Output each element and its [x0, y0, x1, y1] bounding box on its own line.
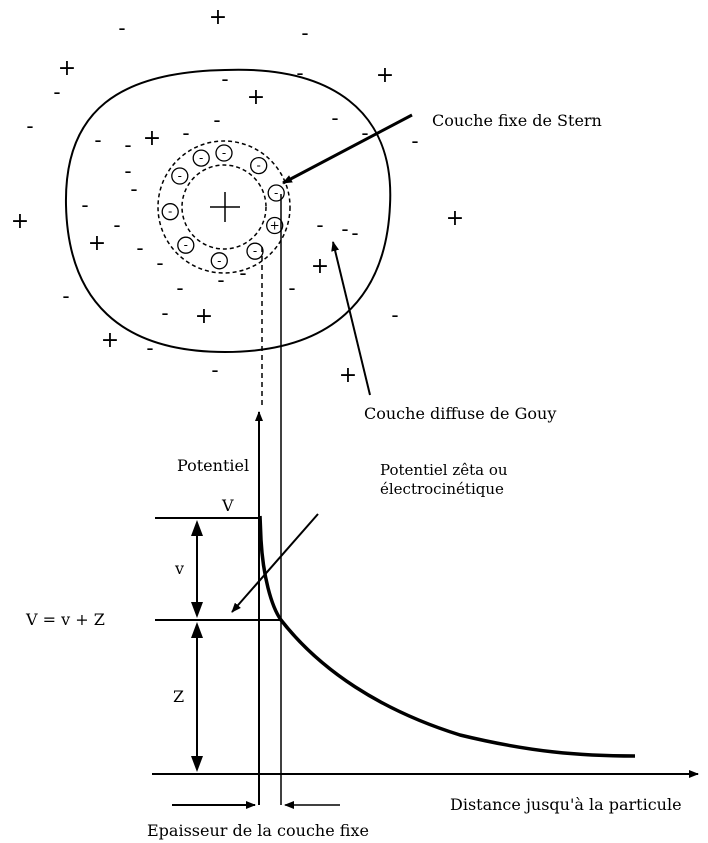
negative-ion: - — [217, 268, 224, 292]
stern-ion-circle — [267, 184, 285, 202]
negative-ion: - — [316, 213, 323, 237]
negative-ion: - — [391, 303, 398, 327]
negative-ion: - — [26, 114, 33, 138]
negative-ion: - — [182, 121, 189, 145]
stern-ion-circle — [171, 167, 189, 185]
particle-surface — [181, 164, 267, 250]
label-distance: Distance jusqu'à la particule — [450, 795, 682, 814]
negative-ion: - — [130, 177, 137, 201]
zeta-pointer-arrow — [231, 513, 319, 613]
negative-ion: - — [331, 106, 338, 130]
label-stern: Couche fixe de Stern — [432, 111, 602, 130]
positive-ion: + — [58, 56, 76, 81]
negative-ion: - — [124, 133, 131, 157]
negative-ion: - — [62, 284, 69, 308]
negative-ion: - — [211, 358, 218, 382]
negative-ion: - — [213, 108, 220, 132]
positive-ion: + — [88, 231, 106, 256]
gouy-pointer-arrow — [331, 241, 371, 396]
negative-ion: - — [301, 21, 308, 45]
negative-ion: - — [94, 128, 101, 152]
negative-ion: - — [351, 221, 358, 245]
stern-ion-circle — [161, 203, 179, 221]
label-epaisseur: Epaisseur de la couche fixe — [147, 821, 369, 840]
label-potentiel: Potentiel — [177, 456, 249, 475]
stern-layer-ions: ---+------ — [161, 144, 285, 270]
positive-ion: + — [209, 5, 227, 30]
negative-ion: - — [156, 251, 163, 275]
negative-ion: - — [146, 336, 153, 360]
positive-ion: + — [143, 126, 161, 151]
potential-curve — [258, 515, 636, 758]
stern-pointer-arrow — [282, 113, 413, 185]
stern-ion-circle — [192, 149, 210, 167]
stern-layer-boundary — [157, 140, 291, 274]
stern-ion-circle — [177, 236, 195, 254]
particle-positive-charge — [210, 192, 240, 222]
positive-ion: + — [376, 63, 394, 88]
negative-ion: - — [113, 213, 120, 237]
negative-ion: - — [124, 159, 131, 183]
stern-ion-circle — [266, 216, 284, 235]
label-V-equation: V = v + Z — [25, 610, 105, 629]
stern-ion-sign: - — [274, 186, 278, 200]
negative-ion: - — [161, 301, 168, 325]
stern-ion-sign: - — [217, 254, 221, 268]
negative-ion: - — [296, 61, 303, 85]
negative-ion: - — [411, 129, 418, 153]
negative-ion: - — [53, 80, 60, 104]
positive-ion: + — [247, 85, 265, 110]
stern-ion-sign: - — [184, 238, 188, 252]
stern-ion-sign: - — [257, 159, 261, 173]
label-zeta-line1: Potentiel zêta ou — [380, 461, 508, 479]
negative-ion: - — [176, 276, 183, 300]
stern-ion-sign: - — [222, 146, 226, 160]
stern-ion-sign: + — [270, 219, 280, 233]
negative-ion: - — [81, 193, 88, 217]
positive-ion: + — [339, 363, 357, 388]
label-Z: Z — [173, 687, 184, 706]
stern-ion-sign: - — [199, 151, 203, 165]
negative-ion: - — [221, 67, 228, 91]
label-zeta-line2: électrocinétique — [380, 480, 504, 498]
positive-ion: + — [101, 328, 119, 353]
positive-ion: + — [446, 206, 464, 231]
negative-ion: - — [136, 236, 143, 260]
stern-ion-sign: - — [168, 205, 172, 219]
negative-ion: - — [239, 261, 246, 285]
label-V-top: V — [221, 496, 234, 515]
stern-ion-circle — [250, 156, 268, 175]
stern-ion-circle — [215, 144, 233, 162]
label-gouy: Couche diffuse de Gouy — [364, 404, 556, 423]
negative-ion: - — [118, 16, 125, 40]
positive-ion: + — [195, 304, 213, 329]
positive-ion: + — [311, 254, 329, 279]
label-v-small: v — [174, 559, 184, 578]
stern-ion-sign: - — [253, 244, 257, 258]
stern-ion-sign: - — [178, 169, 182, 183]
diffuse-layer-boundary — [64, 68, 392, 354]
negative-ion: - — [361, 121, 368, 145]
positive-ion: + — [11, 209, 29, 234]
stern-ion-circle — [246, 242, 264, 260]
negative-ion: - — [341, 217, 348, 241]
free-ions: ++++++++++++----------------------------… — [11, 5, 464, 388]
stern-ion-circle — [210, 252, 228, 270]
negative-ion: - — [288, 276, 295, 300]
